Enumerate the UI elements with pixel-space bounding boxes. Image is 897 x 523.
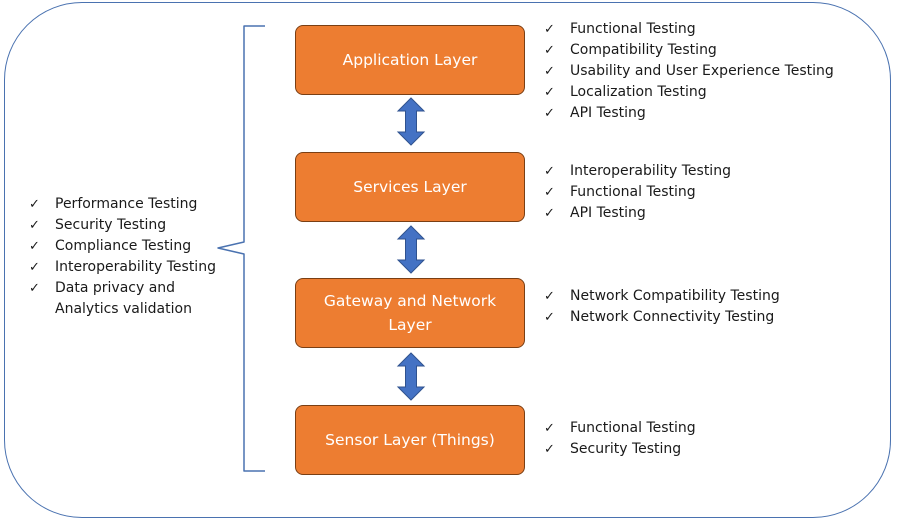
layer-label: Application Layer — [342, 51, 478, 69]
check-mark-icon: ✓ — [544, 64, 555, 79]
check-mark-icon: ✓ — [29, 218, 40, 233]
sensor-test-list: ✓Functional Testing ✓Security Testing — [544, 418, 696, 460]
application-test-item: ✓API Testing — [544, 103, 834, 124]
application-test-item: ✓Usability and User Experience Testing — [544, 61, 834, 82]
layer-label: Gateway and Network Layer — [323, 292, 497, 334]
cross-layer-test-item: ✓Performance Testing — [29, 194, 220, 215]
check-mark-icon: ✓ — [544, 106, 555, 121]
check-mark-icon: ✓ — [544, 85, 555, 100]
application-layer-box: Application Layer — [295, 25, 525, 95]
double-headed-vertical-arrow-icon — [396, 352, 426, 401]
cross-layer-test-item: ✓Interoperability Testing — [29, 257, 220, 278]
services-test-item: ✓API Testing — [544, 203, 731, 224]
cross-layer-test-item: ✓Security Testing — [29, 215, 220, 236]
services-test-item: ✓Functional Testing — [544, 182, 731, 203]
services-layer-box: Services Layer — [295, 152, 525, 222]
cross-layer-test-item: ✓Data privacy and Analytics validation — [29, 280, 192, 317]
check-mark-icon: ✓ — [544, 22, 555, 37]
check-mark-icon: ✓ — [544, 289, 555, 304]
check-mark-icon: ✓ — [544, 310, 555, 325]
check-mark-icon: ✓ — [544, 43, 555, 58]
double-headed-vertical-arrow-icon — [396, 225, 426, 274]
check-mark-icon: ✓ — [29, 197, 40, 212]
cross-layer-test-item: ✓Compliance Testing — [29, 236, 220, 257]
application-test-list: ✓Functional Testing ✓Compatibility Testi… — [544, 19, 834, 124]
sensor-layer-box: Sensor Layer (Things) — [295, 405, 525, 475]
layer-label: Services Layer — [353, 178, 467, 196]
services-test-item: ✓Interoperability Testing — [544, 161, 731, 182]
double-headed-vertical-arrow-icon — [396, 97, 426, 146]
check-mark-icon: ✓ — [29, 239, 40, 254]
sensor-test-item: ✓Functional Testing — [544, 418, 696, 439]
gateway-test-list: ✓Network Compatibility Testing ✓Network … — [544, 286, 780, 328]
cross-layer-test-list: ✓Performance Testing ✓Security Testing ✓… — [29, 194, 220, 320]
check-mark-icon: ✓ — [29, 281, 40, 296]
layer-label: Sensor Layer (Things) — [325, 431, 495, 449]
check-mark-icon: ✓ — [29, 260, 40, 275]
gateway-network-layer-box: Gateway and Network Layer — [295, 278, 525, 348]
gateway-test-item: ✓Network Connectivity Testing — [544, 307, 780, 328]
check-mark-icon: ✓ — [544, 442, 555, 457]
check-mark-icon: ✓ — [544, 185, 555, 200]
application-test-item: ✓Localization Testing — [544, 82, 834, 103]
sensor-test-item: ✓Security Testing — [544, 439, 696, 460]
check-mark-icon: ✓ — [544, 421, 555, 436]
check-mark-icon: ✓ — [544, 206, 555, 221]
application-test-item: ✓Compatibility Testing — [544, 40, 834, 61]
gateway-test-item: ✓Network Compatibility Testing — [544, 286, 780, 307]
services-test-list: ✓Interoperability Testing ✓Functional Te… — [544, 161, 731, 224]
check-mark-icon: ✓ — [544, 164, 555, 179]
application-test-item: ✓Functional Testing — [544, 19, 834, 40]
